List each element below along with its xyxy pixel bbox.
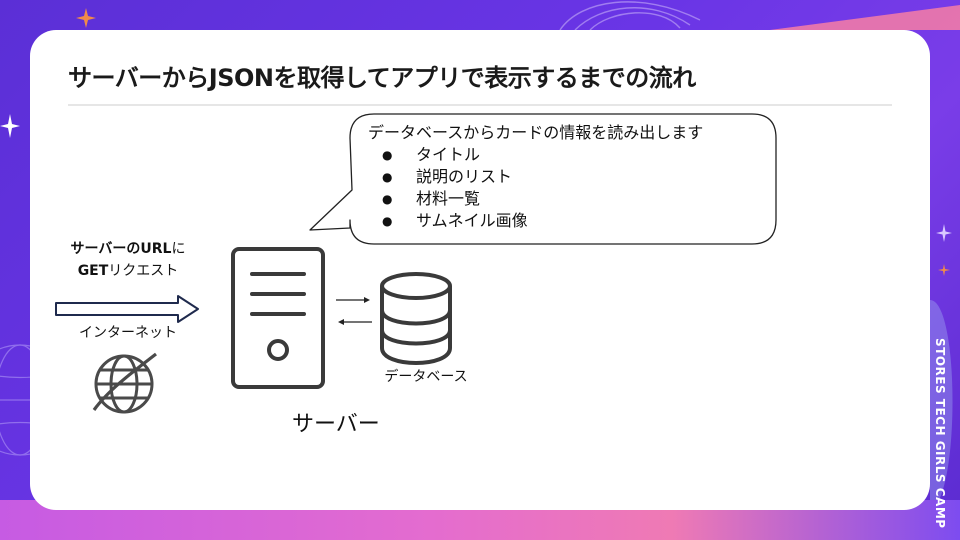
database-icon bbox=[380, 272, 452, 365]
server-icon bbox=[231, 247, 325, 389]
list-item: 説明のリスト bbox=[368, 166, 768, 188]
globe-icon bbox=[92, 352, 157, 414]
server-label: サーバー bbox=[292, 412, 380, 437]
sparkle-icon bbox=[0, 114, 20, 138]
brand-vertical-text: STORES TECH GIRLS CAMP bbox=[933, 338, 947, 529]
sparkle-icon bbox=[936, 224, 952, 242]
request-label: サーバーのURLに GETリクエスト bbox=[58, 238, 198, 282]
bubble-heading: データベースからカードの情報を読み出します bbox=[368, 123, 704, 142]
sparkle-icon bbox=[76, 8, 96, 28]
bubble-list: タイトル 説明のリスト 材料一覧 サムネイル画像 bbox=[368, 144, 768, 232]
request-particle: に bbox=[171, 241, 186, 257]
right-arrow-icon bbox=[55, 295, 199, 323]
speech-bubble-text: データベースからカードの情報を読み出します タイトル 説明のリスト 材料一覧 サ… bbox=[368, 122, 768, 232]
database-label: データベース bbox=[384, 369, 468, 385]
slide-card: サーバーからJSONを取得してアプリで表示するまでの流れ データベースからカード… bbox=[30, 30, 930, 510]
list-item: 材料一覧 bbox=[368, 188, 768, 210]
request-url-text: サーバーのURL bbox=[70, 241, 172, 257]
bidirectional-arrows-icon bbox=[336, 297, 372, 325]
list-item: タイトル bbox=[368, 144, 768, 166]
page-title: サーバーからJSONを取得してアプリで表示するまでの流れ bbox=[68, 64, 696, 92]
title-divider bbox=[68, 104, 892, 106]
request-word: リクエスト bbox=[108, 263, 179, 279]
request-method: GET bbox=[77, 263, 109, 279]
internet-label: インターネット bbox=[79, 325, 177, 341]
list-item: サムネイル画像 bbox=[368, 210, 768, 232]
sparkle-icon bbox=[938, 264, 950, 276]
